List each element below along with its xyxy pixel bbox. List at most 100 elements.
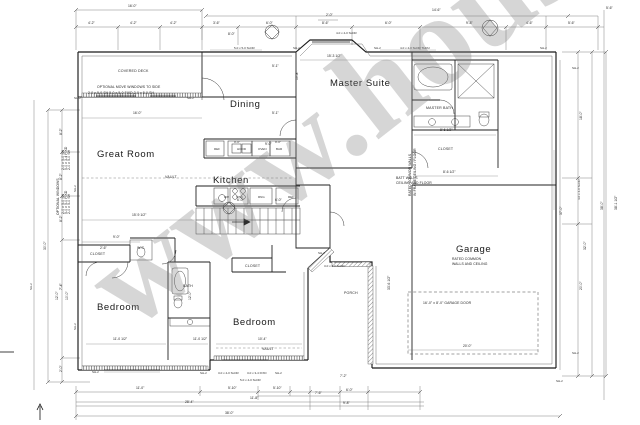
- window-tag: 3-0 x 3-4 FIXD: [247, 371, 267, 375]
- dimension-label: 37'-0": [559, 206, 563, 215]
- sub-room-label: PORCH: [344, 291, 358, 295]
- dimension-label: 6'-0": [266, 21, 273, 25]
- construction-note: OPTIONAL MOVE WINDOWS TO SIDE: [97, 85, 161, 89]
- sub-room-label: VAULT: [262, 347, 274, 351]
- dimension-label: 38'-1 1/2": [614, 195, 618, 210]
- dimension-label: 20'-0": [579, 281, 583, 290]
- dimension-label: 8'-6 1/2": [443, 170, 456, 174]
- sheet-tag: SH-2: [29, 283, 33, 290]
- dimension-label: 11'-8": [250, 396, 259, 400]
- dimension-label: 11'-0 1/2": [193, 337, 208, 341]
- dimension-label: 18'-0": [579, 111, 583, 120]
- window-tag: 3-0 x 4-0 SLDR: [324, 264, 345, 268]
- dimension-label: 9'-0": [265, 142, 272, 146]
- sheet-tag: SH-2: [92, 370, 99, 374]
- dimension-label: 2'-6": [100, 246, 107, 250]
- dimension-label: 4'-2": [130, 21, 137, 25]
- window-tag: 3-0 x 4-0 SLDR: [218, 371, 239, 375]
- sheet-tag: SH-2: [187, 96, 194, 100]
- sub-room-label: MASTER BATH: [426, 106, 453, 110]
- construction-note: WALLS AND CEILING: [452, 262, 488, 266]
- sheet-tag: SH-2: [572, 351, 579, 355]
- construction-note: RATED COMMON: [452, 257, 482, 261]
- sub-room-label: CLOSET: [245, 264, 261, 268]
- kitchen-fixture-label: SINK: [236, 195, 244, 199]
- dimension-label: 16'-0": [133, 111, 142, 115]
- dimension-label: 38'-0": [225, 411, 234, 415]
- sheet-tag: SH-2: [572, 66, 579, 70]
- sub-room-label: W.C.: [137, 246, 146, 250]
- dimension-label: 14'-6": [432, 8, 441, 12]
- dimension-label: 8'-0": [228, 32, 235, 36]
- dimension-label: 15'-3 1/2": [327, 54, 342, 58]
- room-label: Bedroom: [233, 317, 276, 328]
- dimension-label: 5'-1": [272, 111, 279, 115]
- dimension-label: 6'-0": [385, 21, 392, 25]
- dimension-label: 5'-6": [568, 21, 575, 25]
- kitchen-fixture-label: 9'-0": [234, 140, 240, 144]
- kitchen-fixture-label: OVEN: [258, 147, 267, 151]
- room-label: Great Room: [97, 149, 155, 160]
- construction-note: 16'-0" x 8'-0" GARAGE DOOR: [423, 301, 472, 305]
- construction-note: OPTIONAL WINDOWS: [56, 178, 60, 215]
- room-label: Bedroom: [97, 302, 140, 313]
- dimension-label: 5'-10": [228, 386, 237, 390]
- dimension-label: 7'-4": [59, 283, 63, 290]
- dimension-label: 9'-0": [113, 235, 120, 239]
- dimension-label: 2'-0": [59, 365, 63, 372]
- room-label: Dining: [230, 99, 261, 110]
- dimension-label: 10'-8": [295, 71, 299, 80]
- construction-note: BATT WALLS: [396, 176, 418, 180]
- dimension-label: 30'-0": [43, 241, 47, 250]
- dimension-label: 8'-2": [59, 128, 63, 135]
- construction-note: RATED COMMON WALLS: [408, 153, 412, 196]
- kitchen-fixture-label: BAR: [276, 147, 283, 151]
- dimension-label: 11'-0": [136, 386, 145, 390]
- sheet-tag: SH-2: [200, 371, 207, 375]
- sheet-tag: SH-2: [74, 96, 81, 100]
- kitchen-fixture-label: DW: [224, 195, 229, 199]
- dimension-label: 3'-6": [213, 21, 220, 25]
- dimension-label: 10'-4": [258, 337, 267, 341]
- sheet-tag: SH-2: [73, 185, 77, 192]
- dimension-label: 6'-0": [275, 198, 282, 202]
- dimension-label: 4'-2": [88, 21, 95, 25]
- dimension-label: 6'-0": [346, 388, 353, 392]
- dimension-label: 11'-0 1/2": [113, 337, 128, 341]
- sub-room-label: CLOSET: [90, 252, 106, 256]
- dimension-label: 5'-1": [272, 64, 279, 68]
- kitchen-fixture-label: 9'-0": [275, 140, 281, 144]
- sub-room-label: BATH: [183, 284, 193, 288]
- dimension-label: 8'-2": [59, 173, 63, 180]
- dimension-label: 5'-6": [606, 6, 613, 10]
- dimension-label: 15'-9 1/2": [132, 213, 147, 217]
- dimension-label: 12'-0": [188, 291, 192, 300]
- room-label: Master Suite: [330, 78, 391, 89]
- dimension-label: 8'-6": [322, 21, 329, 25]
- room-label: Garage: [456, 244, 492, 255]
- dimension-label: 2'-0": [326, 13, 333, 17]
- dimension-label: 33'-6 1/2": [387, 275, 391, 290]
- dimension-label: 38'-0": [600, 201, 604, 210]
- dimension-label: 16'-0": [128, 4, 137, 8]
- dimension-label: 7'-6": [315, 391, 322, 395]
- window-tag: 4-0 x 4-0 SLDR: [336, 31, 357, 35]
- sheet-tag: SH-2: [556, 379, 563, 383]
- construction-note: 2-0 x 5-0 SH: [67, 149, 71, 170]
- dimension-label: 6'-0": [237, 198, 244, 202]
- window-tag: 5-0 x 5-0 SLDR: [234, 46, 255, 50]
- construction-note: 2-0 x 5-0 SH 5-0 x 5-0 FIXD 2-0 x 5-0 SH: [88, 91, 154, 95]
- dimension-label: 7'-2": [340, 374, 347, 378]
- window-tag: 4-0 x 4-0 SLDR THRU: [400, 46, 430, 50]
- window-tag: 5-0 x 4-0 SLDR: [240, 378, 261, 382]
- room-label: Kitchen: [213, 175, 249, 186]
- dimension-label: 28'-4": [185, 400, 194, 404]
- window-tag: 4-0 x 4-0 SLDR: [577, 179, 581, 200]
- dimension-label: 12'-0": [55, 291, 59, 300]
- construction-note: CEILING AND FLOOR: [396, 181, 432, 185]
- dimension-label: 20'-0": [463, 344, 472, 348]
- construction-note: IN FRAME CEILING / FLOOR: [413, 148, 417, 196]
- dimension-label: 4'-2": [170, 21, 177, 25]
